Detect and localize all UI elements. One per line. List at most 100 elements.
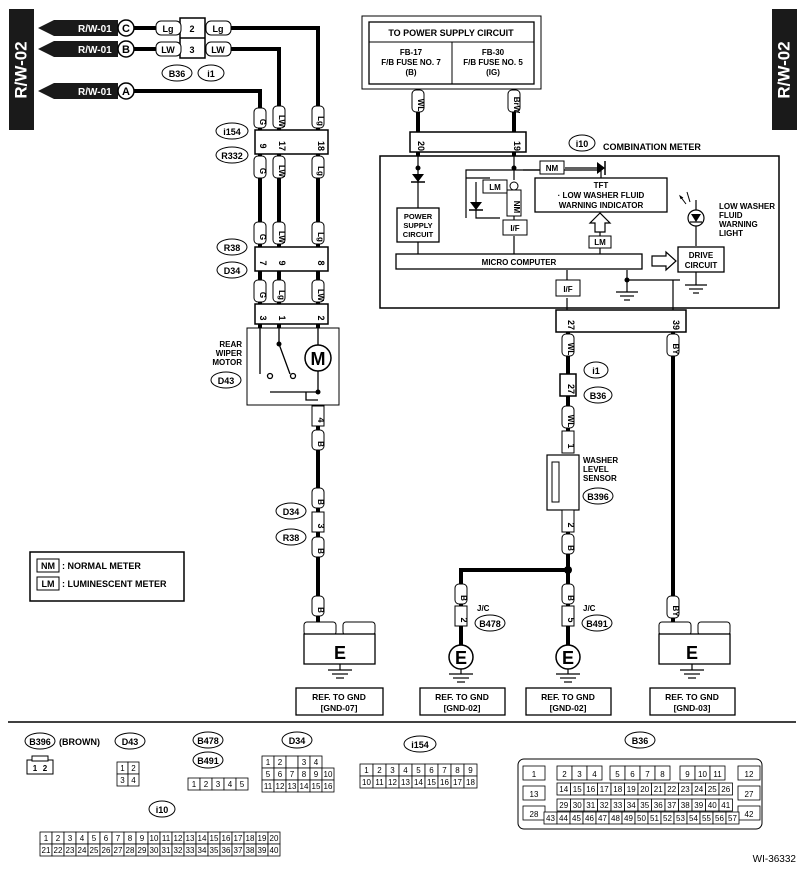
i10-pin-20: 20 [270,834,279,843]
wire-lg-1: Lg [316,116,325,126]
b36-pin-8: 8 [660,770,665,779]
b36-pin-33: 33 [613,801,622,810]
d43-pin-3: 3 [120,776,125,785]
psu-line3: CIRCUIT [403,230,434,239]
b36-pin-12: 12 [745,770,754,779]
i10-pin-11: 11 [162,834,171,843]
sensor-label-sensor: SENSOR [583,474,617,483]
wire-brw-1: BrW [512,97,521,114]
wire-lg-3: Lg [316,232,325,242]
face-b36-tag: B36 [632,736,649,746]
d34-pin-5: 5 [266,770,271,779]
connector-d34-r38-lower: B 3 B D34 R38 B [275,487,326,617]
b36-pin-52: 52 [663,814,672,823]
b36-pin-22: 22 [667,785,676,794]
i10-pin-38: 38 [246,846,255,855]
motor-label-rear: REAR [219,340,242,349]
d34-pin-6: 6 [278,770,283,779]
refgnd-02b-line: REF. TO GND [541,692,595,702]
i10-pin-22: 22 [54,846,63,855]
b36-pin-48: 48 [611,814,620,823]
conn-r38-lower-tag: R38 [283,533,300,543]
b36-pin-18: 18 [613,785,622,794]
i10-pin-39: 39 [258,846,267,855]
d43-pin-2: 2 [131,764,136,773]
ref-gnd-02-b[interactable]: REF. TO GND [GND-02] [525,687,612,716]
wire-lg-c-right: Lg [213,24,224,34]
b36-pin-44: 44 [559,814,568,823]
i10-pin-34: 34 [198,846,207,855]
wire-b-1: B [316,441,325,447]
b36-pin-49: 49 [624,814,633,823]
meter-lm-left: LM [489,183,501,192]
face-b396-tag: B396 [29,737,51,747]
d43-pin-4: 4 [131,776,136,785]
refgnd-07-code: [GND-07] [321,703,358,713]
sensor-label-washer: WASHER [583,456,618,465]
wire-lw-2: LW [277,165,286,177]
wire-g-4: G [258,292,267,298]
wire-lw-3: LW [277,231,286,243]
face-d34-tag: D34 [289,736,306,746]
i154-pin-14: 14 [414,778,423,787]
legend-lm-key: LM [42,579,55,589]
meter-ground-icon [616,284,707,301]
wire-b-4: B [316,607,325,613]
i10-pin-27: 27 [114,846,123,855]
i10-pin-19: 19 [258,834,267,843]
meter-title: COMBINATION METER [603,142,701,152]
lamp-line4: LIGHT [719,229,743,238]
ref-gnd-02-a[interactable]: REF. TO GND [GND-02] [419,687,506,716]
b36-pin-14: 14 [559,785,568,794]
d34-pin-12: 12 [276,782,285,791]
b36-pin-29: 29 [559,801,568,810]
i10-pin-8: 8 [128,834,133,843]
ref-b-label: R/W-01 [78,45,112,56]
b491-pin-1: 1 [192,780,197,789]
jc-pin-2: 2 [459,617,469,622]
ref-gnd-07[interactable]: REF. TO GND [GND-07] [295,687,384,716]
i10-pin-36: 36 [222,846,231,855]
ref-c-label: R/W-01 [78,24,112,35]
refgnd-02a-code: [GND-02] [444,703,481,713]
b36-pin-50: 50 [637,814,646,823]
d34-pin-9: 9 [314,770,319,779]
b36-pin-32: 32 [600,801,609,810]
psu-line1: POWER [404,212,433,221]
i10-pin-6: 6 [104,834,109,843]
i154-pin-4: 4 [403,766,408,775]
warning-light-icon [679,191,705,227]
b36-pin-57: 57 [728,814,737,823]
wire-lw-b-left: LW [161,45,175,55]
lamp-line1: LOW WASHER [719,202,775,211]
d43-pin-1: 1 [120,764,125,773]
i154-pin-5: 5 [416,766,421,775]
motor-label-wiper: WIPER [216,349,242,358]
wire-lw-b-right: LW [211,45,225,55]
b36-pin-1: 1 [532,770,537,779]
ground-gnd07: E [303,621,376,679]
conn-d34-tag: D34 [224,266,241,276]
d34-pin-8: 8 [302,770,307,779]
power-wire-labels: WL BrW 20 19 i10 COMBINATION METER [409,89,701,153]
d34-pin-15: 15 [312,782,321,791]
ref-c-letter: C [122,23,130,35]
connector-b36-i1: 2 3 Lg Lg LW LW B36 i1 [155,17,232,82]
legend-nm-text: : NORMAL METER [62,561,141,571]
b36-pin-37: 37 [667,801,676,810]
i154-pin-12: 12 [388,778,397,787]
d34-pin-11: 11 [264,782,273,791]
ref-gnd-03[interactable]: REF. TO GND [GND-03] [649,687,736,716]
drive-arrow [651,250,677,272]
meter-nm-vertical: NM [512,201,521,214]
pin-18: 18 [316,141,326,151]
diagram-code: WI-36332 [753,854,797,865]
motor-label-motor: MOTOR [212,358,242,367]
conn-r332-tag: R332 [221,151,243,161]
wire-b-7: B [566,595,575,601]
wire-b-5: B [566,545,575,551]
